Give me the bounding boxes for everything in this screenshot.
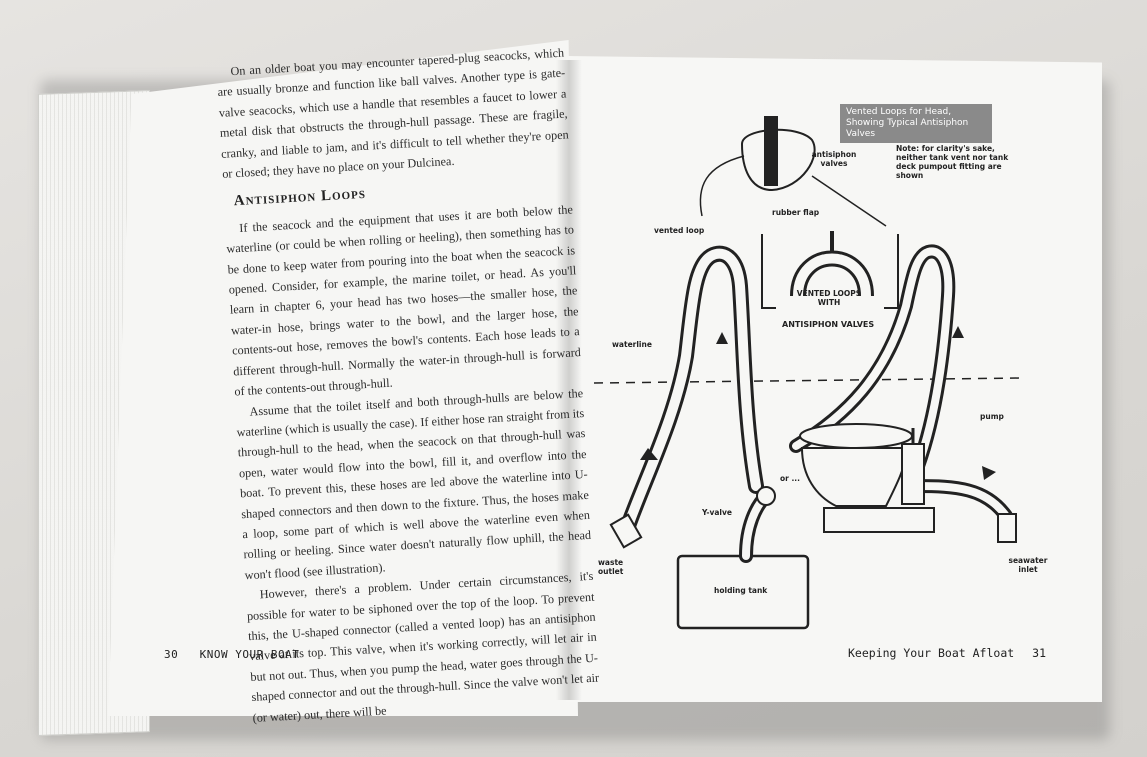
figure-note: Note: for clarity's sake, neither tank v… — [896, 144, 1009, 180]
y-valve — [756, 486, 776, 506]
head-plumbing-diagram — [593, 116, 1023, 630]
magnified-loop — [793, 253, 871, 297]
flow-arrow-icon — [640, 448, 658, 460]
right-running-title: Keeping Your Boat Afloat — [848, 646, 1015, 660]
left-page — [108, 40, 578, 716]
paragraph-3: However, there's a problem. Under certai… — [246, 568, 600, 725]
flow-arrow-icon — [982, 466, 996, 480]
label-rubber-flap: rubber flap — [772, 208, 820, 217]
left-page-number: 30 — [164, 648, 179, 661]
callout-right — [811, 175, 887, 227]
right-page-number: 31 — [1032, 646, 1047, 660]
right-page — [566, 56, 1102, 702]
label-vented-loops-with: VENTED LOOPS WITH — [796, 289, 862, 307]
figure-caption: Vented Loops for Head, Showing Typical A… — [840, 104, 992, 143]
label-waterline: waterline — [612, 340, 652, 349]
label-pump: pump — [980, 412, 1004, 421]
paragraph-1: If the seacock and the equipment that us… — [226, 202, 582, 399]
left-page-body: On an older boat you may encounter taper… — [216, 43, 601, 728]
paragraph-2: Assume that the toilet itself and both t… — [236, 385, 592, 582]
left-footer: 30 KNOW YOUR BOAT — [164, 648, 299, 661]
label-antisiphon-valves-caps: ANTISIPHON VALVES — [782, 320, 875, 329]
flow-arrow-icon — [716, 332, 728, 344]
label-or: or ... — [780, 474, 801, 483]
label-y-valve: Y-valve — [702, 508, 732, 517]
toilet-seat — [799, 423, 913, 449]
left-running-title: KNOW YOUR BOAT — [199, 648, 300, 661]
left-loop-hose — [623, 248, 761, 531]
toilet-bowl — [800, 447, 910, 507]
label-antisiphon-valves: antisiphon valves — [811, 150, 857, 168]
intro-paragraph: On an older boat you may encounter taper… — [217, 45, 569, 181]
waste-seacock — [609, 513, 643, 549]
label-holding-tank: holding tank — [714, 586, 768, 595]
right-footer: Keeping Your Boat Afloat 31 — [848, 646, 1046, 660]
seawater-seacock — [997, 513, 1017, 543]
waterline-dash — [593, 377, 1023, 384]
flow-arrow-icon — [952, 326, 964, 338]
right-loop-hose — [792, 247, 953, 470]
label-waste-outlet: waste outlet — [598, 558, 624, 576]
seawater-hose — [912, 482, 1010, 520]
book-gutter — [556, 60, 582, 700]
toilet-base — [823, 507, 935, 533]
inset-bracket — [761, 234, 899, 309]
pump-body — [901, 443, 925, 505]
label-vented-loop: vented loop — [654, 226, 705, 235]
valve-detail-body — [764, 116, 778, 186]
label-seawater-inlet: seawater inlet — [1008, 556, 1048, 574]
callout-left — [699, 155, 745, 217]
